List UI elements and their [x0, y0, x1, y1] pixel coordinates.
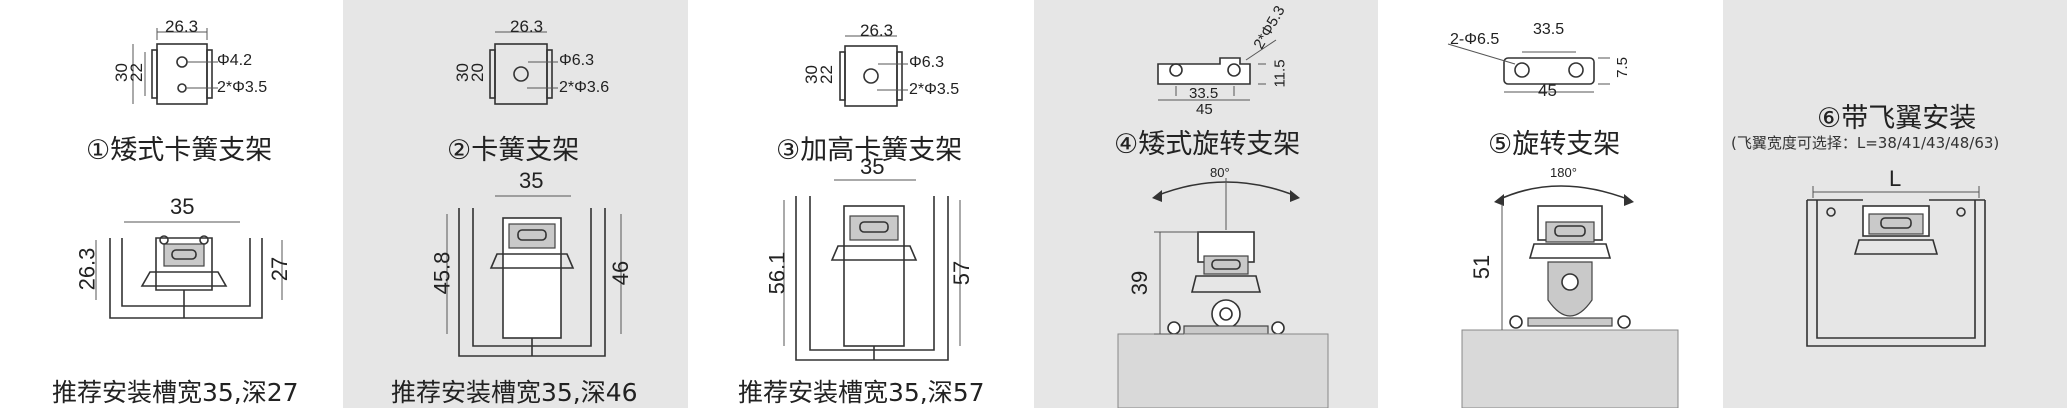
mount-outer-width-dim: 45	[1196, 101, 1213, 118]
hole-small-dim: 2*Φ3.5	[217, 79, 268, 96]
swivel-bracket-drawing	[1447, 43, 1679, 408]
panel-title: ⑤旋转支架	[1488, 129, 1621, 160]
top-height-inner-dim: 20	[467, 63, 487, 82]
panel-title: ②卡簧支架	[447, 135, 580, 166]
mount-inner-width-dim: 33.5	[1189, 85, 1219, 102]
hole-small-dim: 2*Φ3.6	[559, 79, 610, 96]
top-width-dim: 26.3	[165, 17, 199, 36]
swivel-angle-dim: 180°	[1550, 165, 1577, 180]
flange-width-dim: L	[1889, 166, 1902, 191]
panel-caption: 推荐安装槽宽35,深27	[52, 378, 299, 407]
panel-title: ④矮式旋转支架	[1114, 129, 1301, 160]
flange-mount-drawing	[1806, 186, 1986, 347]
panel-low-spring-bracket: 26.3 30 22 Φ4.2 2*Φ3.5 ①矮式卡簧支架 35 26.3 2…	[0, 0, 343, 408]
panel-caption: 推荐安装槽宽35,深46	[391, 378, 638, 407]
channel-right-height-dim: 57	[949, 260, 975, 286]
channel-left-height-dim: 26.3	[74, 247, 100, 291]
low-spring-bracket-drawing	[95, 28, 283, 319]
panel-spring-bracket: 26.3 30 20 Φ6.3 2*Φ3.6 ②卡簧支架 35 45.8 46 …	[343, 0, 688, 408]
mount-inner-width-dim: 33.5	[1533, 21, 1565, 38]
panel-low-swivel-bracket: 2*Φ5.3 33.5 45 11.5 ④矮式旋转支架 80° 39	[1034, 0, 1378, 408]
hole-large-dim: Φ6.3	[559, 52, 595, 69]
hole-small-dim: 2*Φ3.5	[909, 81, 960, 98]
low-swivel-bracket-drawing	[1117, 39, 1329, 408]
mount-hole-dim: 2-Φ6.5	[1450, 31, 1500, 48]
panel-subtitle: (飞翼宽度可选择：L=38/41/43/48/63)	[1731, 134, 2000, 152]
top-height-inner-dim: 22	[126, 63, 146, 82]
mount-outer-width-dim: 45	[1538, 81, 1557, 100]
channel-width-dim: 35	[519, 168, 544, 193]
panel-flange-mount: ⑥带飞翼安装 (飞翼宽度可选择：L=38/41/43/48/63) L	[1723, 0, 2067, 408]
hole-large-dim: Φ6.3	[909, 54, 945, 71]
panel-swivel-bracket: 2-Φ6.5 33.5 45 7.5 ⑤旋转支架 180° 51	[1378, 0, 1723, 408]
top-height-inner-dim: 22	[816, 65, 836, 84]
panel-title: ①矮式卡簧支架	[86, 135, 273, 166]
channel-right-height-dim: 46	[608, 260, 634, 286]
channel-width-dim: 35	[170, 194, 195, 219]
panel-title: ⑥带飞翼安装	[1817, 103, 1977, 134]
channel-width-dim: 35	[860, 154, 885, 179]
mount-height-dim: 11.5	[1271, 59, 1289, 88]
mount-height-dim: 7.5	[1613, 57, 1631, 78]
tall-spring-bracket-drawing	[783, 35, 961, 361]
panel-title: ③加高卡簧支架	[776, 135, 963, 166]
channel-right-height-dim: 27	[267, 256, 293, 282]
assembly-height-dim: 39	[1127, 270, 1153, 296]
hole-large-dim: Φ4.2	[217, 52, 253, 69]
assembly-height-dim: 51	[1469, 254, 1495, 280]
channel-left-height-dim: 45.8	[429, 251, 455, 295]
top-width-dim: 26.3	[510, 17, 544, 36]
panel-tall-spring-bracket: 26.3 30 22 Φ6.3 2*Φ3.5 ③加高卡簧支架 35 56.1 5…	[688, 0, 1034, 408]
swivel-angle-dim: 80°	[1210, 165, 1230, 180]
top-width-dim: 26.3	[860, 21, 894, 40]
channel-left-height-dim: 56.1	[764, 251, 790, 295]
spring-bracket-drawing	[446, 31, 622, 357]
panel-caption: 推荐安装槽宽35,深57	[738, 378, 985, 407]
